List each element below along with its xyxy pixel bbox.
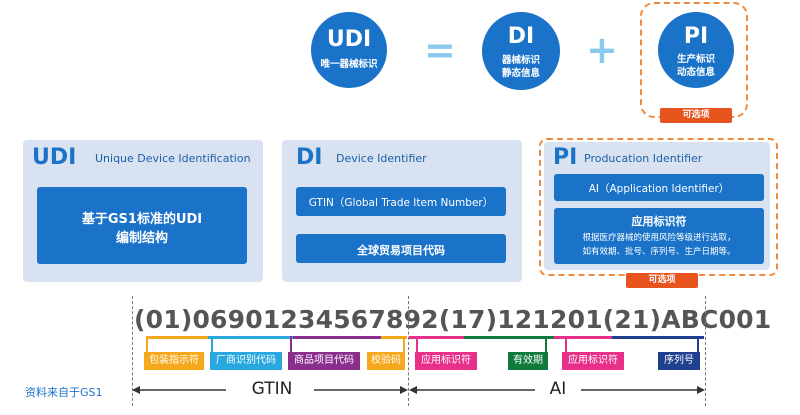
pi-panel-abbr: PI <box>553 145 578 170</box>
segment-bar-ai21 <box>554 336 612 339</box>
connector-ai17 <box>416 336 418 352</box>
ai-box-text: AI（Application Identifier） <box>588 183 730 195</box>
connector-ai21 <box>565 336 567 352</box>
pi-circle-abbr: PI <box>683 24 709 49</box>
gtin-cn-box-text: 全球贸易项目代码 <box>357 244 445 257</box>
label-application-identifier-21: 应用标识符 <box>562 352 624 370</box>
label-serial-number: 序列号 <box>658 352 700 370</box>
udi-structure-box: 基于GS1标准的UDI 编制结构 <box>37 187 247 264</box>
di-panel-abbr: DI <box>296 145 323 170</box>
label-item-reference: 商品项目代码 <box>288 352 360 370</box>
udi-structure-line1: 基于GS1标准的UDI <box>81 212 203 227</box>
di-circle: DI 器械标识 静态信息 <box>482 12 560 90</box>
udi-code-string: (01)06901234567892(17)121201(21)ABC001 <box>134 305 772 334</box>
connector-item <box>290 336 292 352</box>
udi-structure-line2: 编制结构 <box>115 231 168 246</box>
pi-panel-title: Producation Identifier <box>584 152 703 165</box>
pi-circle: PI 生产标识 动态信息 <box>658 12 734 88</box>
di-circle-desc-2: 静态信息 <box>501 68 540 79</box>
udi-panel-abbr: UDI <box>32 145 77 170</box>
pi-optional-badge: 可选项 <box>660 108 732 123</box>
pi-circle-desc-1: 生产标识 <box>676 54 715 65</box>
label-check-digit: 校验码 <box>367 352 405 370</box>
label-application-identifier-17: 应用标识符 <box>415 352 477 370</box>
segment-bar-expiry <box>464 336 554 339</box>
gtin-ai-divider <box>408 296 409 406</box>
udi-panel-title: Unique Device Identification <box>95 152 251 165</box>
label-expiry-date: 有效期 <box>508 352 548 370</box>
ai-end-divider <box>705 296 706 406</box>
connector-expiry <box>545 336 547 352</box>
di-circle-desc-1: 器械标识 <box>501 55 540 66</box>
gtin-box-text: GTIN（Global Trade Item Number） <box>308 197 494 209</box>
gtin-box: GTIN（Global Trade Item Number） <box>296 187 506 216</box>
pi-circle-desc-2: 动态信息 <box>676 67 715 78</box>
connector-company <box>211 336 213 352</box>
segment-bar-item <box>293 336 381 339</box>
equals-sign: = <box>424 28 456 72</box>
segment-bar-serial <box>612 336 704 339</box>
plus-sign: + <box>586 28 618 72</box>
ai-detail-line2: 如有效期、批号、序列号、生产日期等。 <box>582 247 736 257</box>
ai-range-arrow <box>409 386 705 394</box>
udi-circle-desc: 唯一器械标识 <box>320 59 378 70</box>
ai-detail-box: 应用标识符 根据医疗器械的使用风险等级进行选取， 如有效期、批号、序列号、生产日… <box>554 208 764 264</box>
di-circle-abbr: DI <box>507 24 535 49</box>
pi-panel-optional-badge: 可选项 <box>626 273 698 288</box>
gtin-range-arrow <box>132 386 408 394</box>
ai-box: AI（Application Identifier） <box>554 174 764 201</box>
connector-check <box>403 336 405 352</box>
udi-circle: UDI 唯一器械标识 <box>311 12 387 88</box>
segment-bar-company <box>208 336 293 339</box>
segment-bar-ai17 <box>409 336 464 339</box>
connector-serial <box>697 336 699 352</box>
ai-detail-line1: 根据医疗器械的使用风险等级进行选取， <box>582 233 736 243</box>
segment-bar-package <box>186 336 208 339</box>
gtin-start-divider <box>132 296 133 406</box>
connector-package <box>146 336 148 352</box>
label-company-prefix: 厂商识别代码 <box>210 352 282 370</box>
gtin-range-label: GTIN <box>251 379 293 399</box>
label-package-indicator: 包装指示符 <box>144 352 204 370</box>
di-panel-title: Device Identifier <box>336 152 427 165</box>
udi-circle-abbr: UDI <box>326 27 372 52</box>
segment-bar-check <box>381 336 407 339</box>
gtin-cn-box: 全球贸易项目代码 <box>296 234 506 263</box>
connector-package-h <box>146 336 188 339</box>
source-note: 资料来自于GS1 <box>25 386 103 399</box>
ai-detail-title: 应用标识符 <box>631 215 687 228</box>
ai-range-label: AI <box>549 379 567 399</box>
